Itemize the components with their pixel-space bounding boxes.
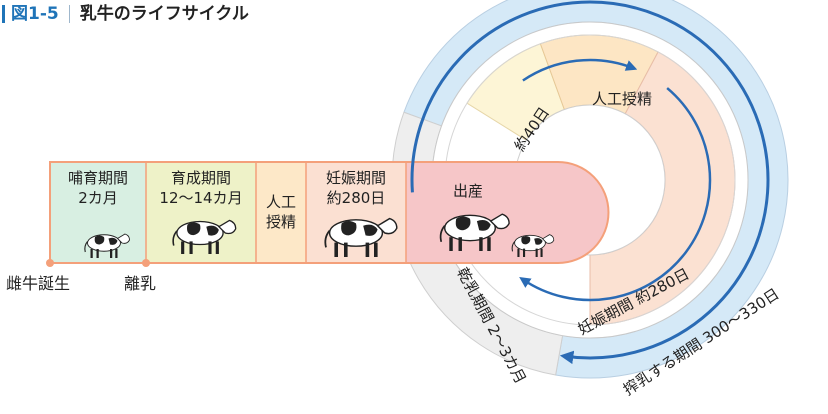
stage-birth-title: 出産 — [453, 182, 483, 200]
insemination-arrow — [522, 58, 638, 82]
title-accent-bar — [2, 5, 5, 23]
weaning-marker — [142, 259, 150, 267]
stage-box-rearing — [146, 162, 256, 263]
stage-rearing-duration: 12〜14カ月 — [159, 189, 242, 207]
stage-nursing-duration: 2カ月 — [78, 189, 118, 207]
stage-box-insemination — [256, 162, 306, 263]
stage-pregnancy-title: 妊娠期間 — [326, 169, 386, 187]
pregnancy-arrow — [519, 87, 712, 302]
figure-title: 図1-5 乳牛のライフサイクル — [0, 0, 249, 28]
figure-title-text: 乳牛のライフサイクル — [79, 3, 249, 24]
stage-nursing-title: 哺育期間 — [68, 169, 128, 187]
weaning-label: 離乳 — [124, 274, 156, 293]
milking-cycle-arrow — [410, 0, 770, 365]
stage-box-birth — [406, 162, 609, 263]
timeline-outline — [49, 161, 610, 264]
birth-label: 雌牛誕生 — [6, 274, 70, 293]
inner-insemination-label: 人工授精 — [592, 90, 652, 108]
title-divider — [68, 5, 70, 23]
stage-rearing-title: 育成期間 — [171, 169, 231, 187]
stage-pregnancy-duration: 約280日 — [327, 189, 386, 207]
figure-number: 図1-5 — [11, 3, 59, 24]
birth-marker — [46, 259, 54, 267]
stage-insemination-line2: 授精 — [266, 213, 296, 231]
stage-insemination-line1: 人工 — [266, 193, 296, 211]
